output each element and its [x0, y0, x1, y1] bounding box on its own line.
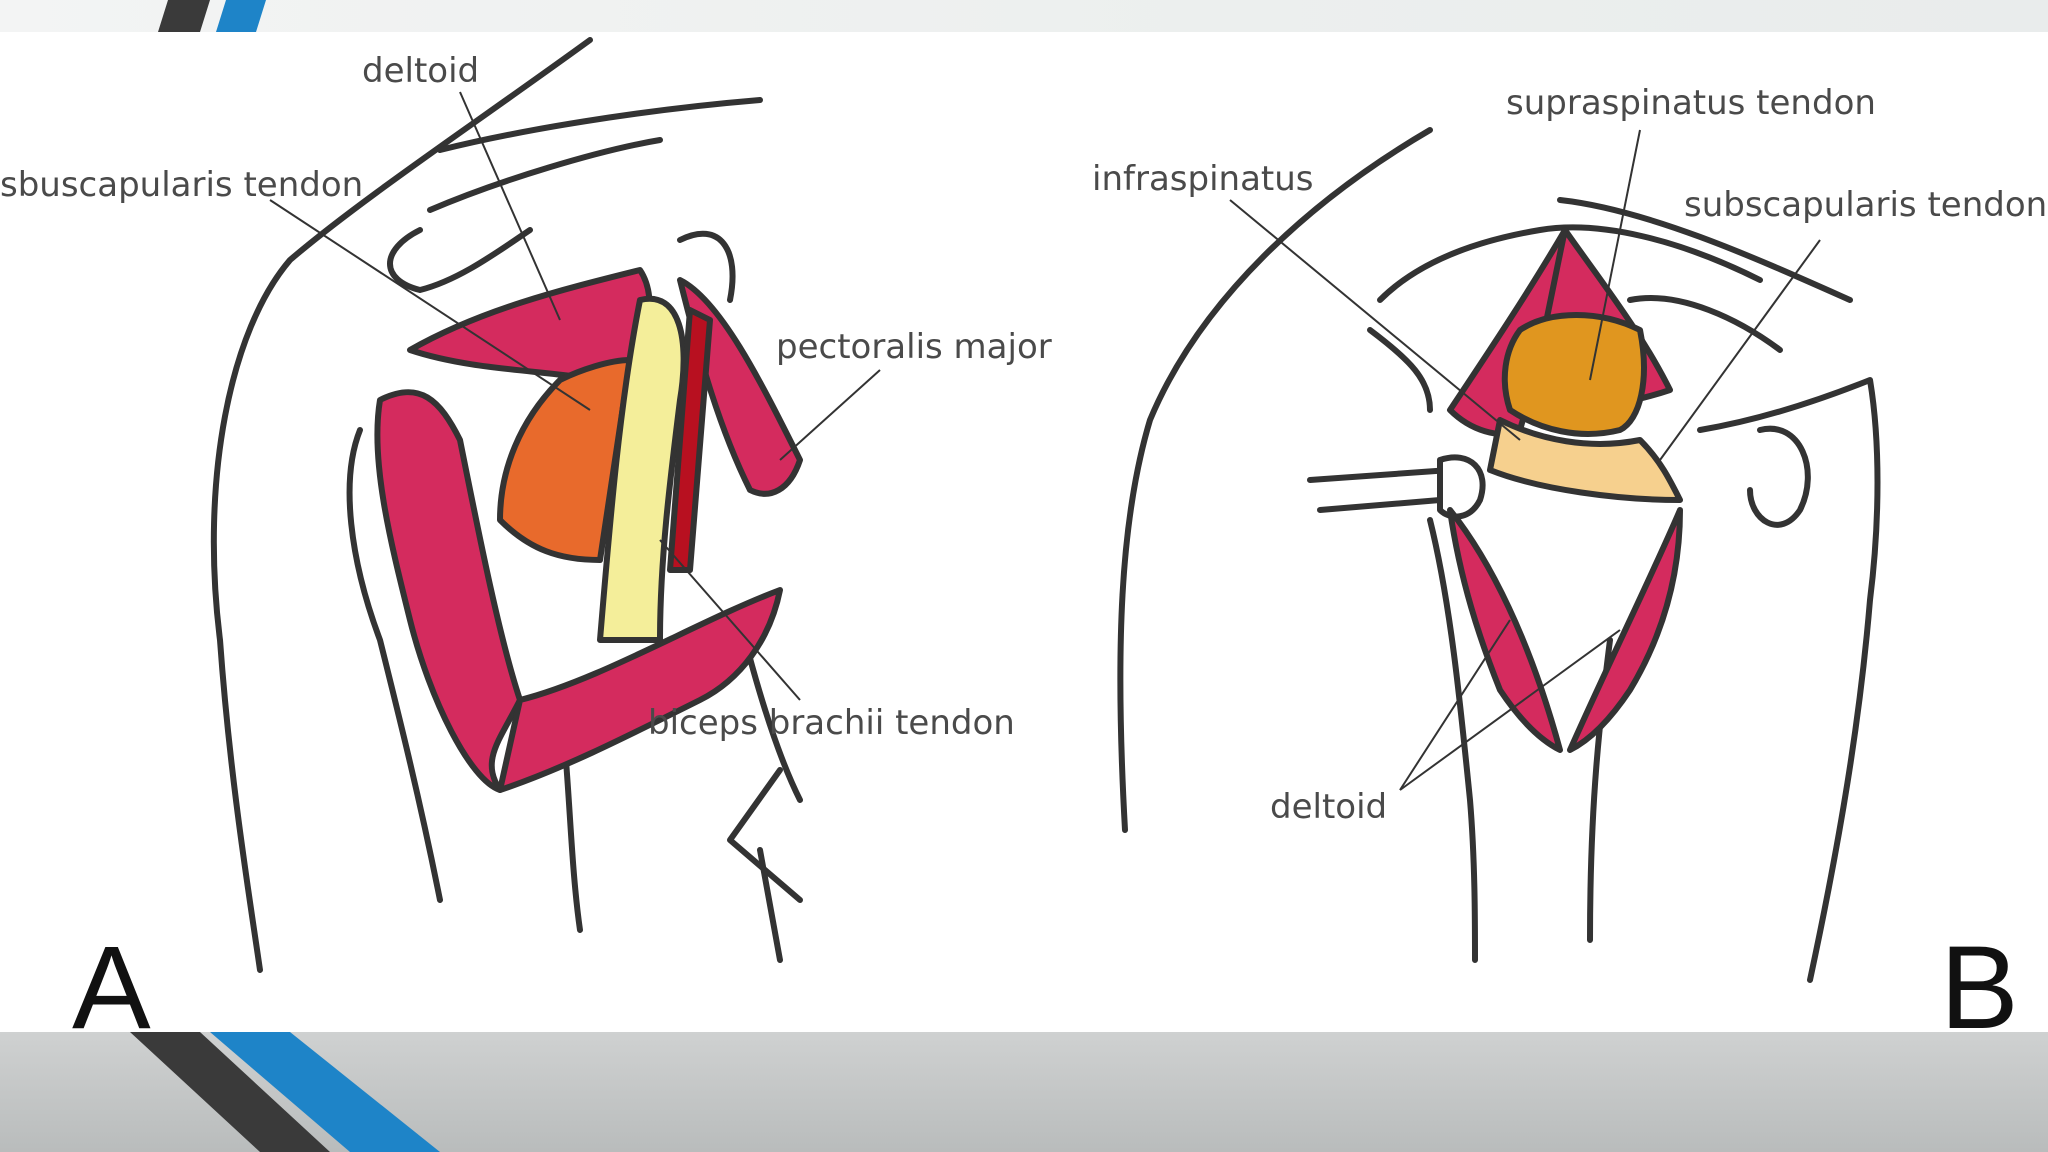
b-label-subscapularis: subscapularis tendon	[1684, 185, 2047, 225]
a-pectoralis-leader	[780, 370, 880, 460]
panel-b-letter: B	[1940, 922, 2019, 1032]
b-scapula-curl	[1750, 429, 1808, 525]
bottom-accent-stripes	[0, 1032, 2048, 1152]
a-retractor-arrow-shaft	[760, 850, 780, 960]
a-acromion	[390, 230, 530, 290]
a-clavicle-bottom	[430, 140, 660, 210]
b-deltoid-flap-lower-right	[1570, 510, 1680, 750]
a-label-subscapularis: sbuscapularis tendon	[0, 165, 363, 205]
b-coracoid	[1630, 298, 1780, 350]
a-label-biceps: biceps brachii tendon	[648, 703, 1015, 743]
b-label-deltoid: deltoid	[1270, 787, 1387, 827]
a-label-pectoralis: pectoralis major	[776, 327, 1052, 367]
b-label-supraspinatus: supraspinatus tendon	[1506, 83, 1876, 123]
anatomy-svg: deltoid sbuscapularis tendon pectoralis …	[0, 32, 2048, 1032]
b-shoulder-outline	[1120, 130, 1430, 830]
a-label-deltoid: deltoid	[362, 51, 479, 91]
slide-top-band	[0, 0, 2048, 32]
b-supraspinatus-tendon	[1505, 315, 1644, 434]
panel-b-drawing	[1120, 130, 1877, 980]
b-glenoid-left	[1370, 330, 1430, 410]
top-accent-stripes	[0, 0, 2048, 32]
panel-a-letter: A	[72, 922, 151, 1032]
a-deltoid-flap-left	[377, 392, 520, 790]
b-scapular-spine-lower	[1320, 500, 1440, 510]
shoulder-anatomy-illustration: deltoid sbuscapularis tendon pectoralis …	[0, 32, 2048, 1032]
b-back-outline	[1700, 380, 1878, 980]
a-clavicle-top	[440, 100, 760, 150]
b-humeral-head-knob	[1440, 457, 1483, 516]
top-dark-stripe	[158, 0, 210, 32]
b-label-infraspinatus: infraspinatus	[1092, 159, 1314, 199]
b-infraspinatus-leader	[1230, 200, 1520, 440]
slide-bottom-band	[0, 1032, 2048, 1152]
b-scapular-spine	[1310, 470, 1450, 480]
top-blue-stripe	[216, 0, 266, 32]
